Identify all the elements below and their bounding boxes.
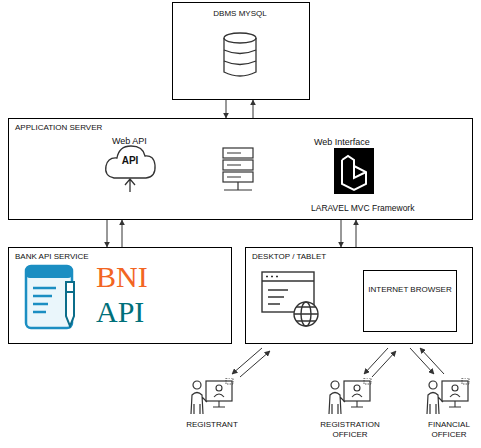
database-icon-part	[224, 50, 256, 65]
user-arrows-part	[420, 348, 444, 374]
database-icon	[224, 33, 256, 76]
component-label: LARAVEL MVC Framework	[311, 203, 414, 214]
connector-arrow	[341, 220, 342, 247]
box-title: BANK API SERVICE	[15, 252, 89, 262]
bni-api-icon-part	[66, 291, 74, 293]
user-figures	[191, 378, 469, 414]
connector-arrow	[122, 220, 123, 247]
box-title: DESKTOP / TABLET	[252, 252, 326, 262]
user-arrows-part	[232, 348, 262, 374]
user-figures-part	[329, 378, 371, 414]
browser-icon-part	[294, 307, 318, 321]
laravel-logo	[334, 148, 374, 194]
client-box: INTERNET BROWSER DESKTOP / TABLET	[245, 247, 473, 344]
browser-icon-part	[262, 277, 314, 305]
component-label: Web API	[112, 136, 147, 147]
server-icon	[223, 148, 253, 190]
server-icon-part	[224, 153, 252, 190]
user-arrows-part	[364, 348, 388, 374]
logo-text: BNI	[96, 262, 148, 292]
bni-api-icon-part	[26, 266, 72, 278]
user-arrows-part	[240, 351, 270, 377]
icon-text: API	[114, 155, 146, 168]
user-arrows	[232, 348, 444, 377]
actor-label: FINANCIAL OFFICER	[420, 420, 478, 440]
database-box: DBMS MYSQL	[172, 2, 310, 100]
database-icon-part	[224, 33, 256, 43]
box-title: APPLICATION SERVER	[15, 123, 102, 133]
browser-box: INTERNET BROWSER	[363, 270, 457, 332]
user-arrows-part	[372, 351, 396, 377]
user-figures-part	[191, 378, 233, 414]
laravel-logo-part	[334, 148, 374, 194]
connector-arrow	[226, 100, 227, 118]
api-cloud-icon-part	[125, 179, 135, 192]
browser-icon	[262, 272, 318, 326]
component-label: Web Interface	[314, 137, 370, 148]
connector-arrow	[253, 100, 254, 118]
connector-arrow	[356, 220, 357, 247]
bni-api-icon-part	[66, 282, 74, 326]
logo-text: API	[96, 297, 144, 327]
actor-label: REGISTRANT	[176, 420, 248, 430]
bni-api-icon	[26, 266, 74, 328]
browser-icon-part	[294, 302, 318, 326]
server-box: APPLICATION SERVER Web API Web InterfaceLA…	[8, 118, 473, 220]
user-arrows-part	[410, 348, 434, 374]
user-figures-part	[427, 378, 469, 414]
box-title: INTERNET BROWSER	[367, 285, 453, 295]
actor-label: REGISTRATION OFFICER	[312, 420, 388, 440]
api-cloud-icon-part	[106, 146, 155, 178]
laravel-logo-part	[342, 156, 366, 190]
database-icon-part	[224, 38, 256, 76]
bni-api-icon-part	[33, 288, 56, 312]
connector-arrow	[107, 220, 108, 247]
box-title: DBMS MYSQL	[173, 9, 307, 19]
api-cloud-icon	[106, 146, 155, 192]
